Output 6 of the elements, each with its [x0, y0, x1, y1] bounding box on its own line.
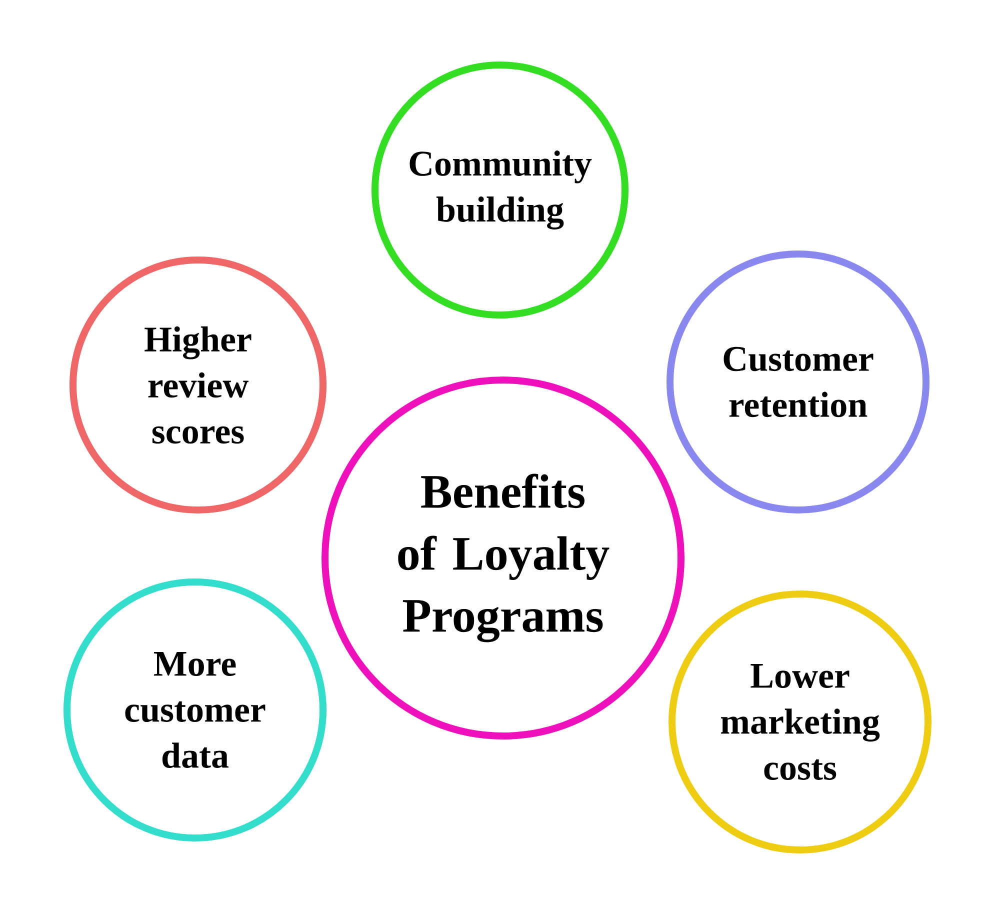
- circle-label: Higher review scores: [70, 256, 326, 514]
- circle-label: Community building: [372, 62, 628, 318]
- circle-label: Customer retention: [666, 250, 930, 514]
- circle-label: Lower marketing costs: [668, 590, 932, 854]
- circle-label: Benefits of Loyalty Programs: [322, 376, 684, 740]
- circle-label: More customer data: [64, 578, 326, 842]
